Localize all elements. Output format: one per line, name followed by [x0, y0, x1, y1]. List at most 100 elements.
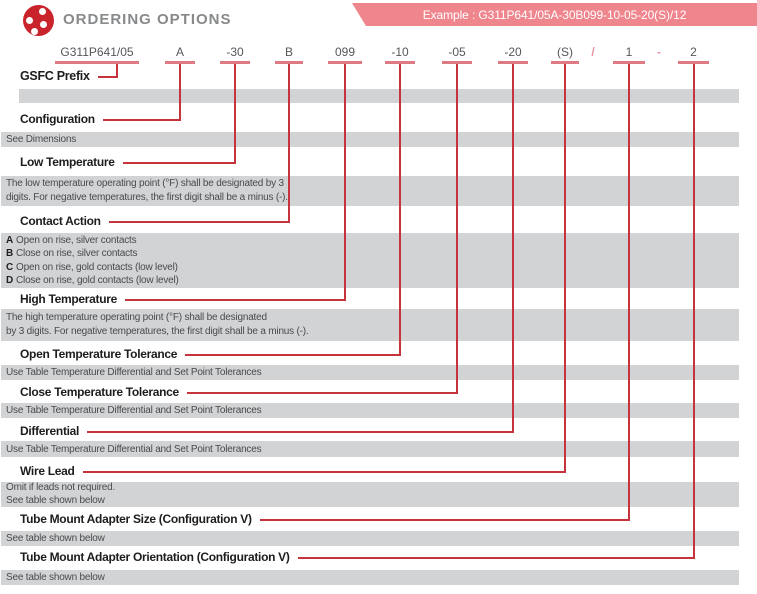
leader-line: [108, 220, 290, 223]
part-segment-text: (S): [557, 45, 573, 59]
field-label: Configuration: [20, 112, 95, 126]
field-description: See Dimensions: [1, 132, 739, 147]
field-label: Wire Lead: [20, 464, 75, 478]
logo-dot-icon: [30, 27, 38, 35]
description-line: Omit if leads not required.: [6, 482, 116, 493]
connector-line: [456, 64, 458, 392]
description-line: Use Table Temperature Differential and S…: [6, 405, 262, 416]
connector-line: [512, 64, 514, 431]
description-line: Use Table Temperature Differential and S…: [6, 367, 262, 378]
segment-underline: [498, 61, 528, 64]
field-label: Tube Mount Adapter Orientation (Configur…: [20, 550, 290, 564]
part-segment-text: /: [591, 45, 595, 59]
leader-line: [125, 298, 346, 301]
segment-underline: [551, 61, 579, 64]
description-line: See table shown below: [6, 572, 105, 583]
leader-line: [97, 75, 118, 78]
example-banner: Example : G311P641/05A-30B099-10-05-20(S…: [352, 3, 757, 26]
option-text: Open on rise, gold contacts (low level): [16, 261, 178, 273]
connector-line: [344, 64, 346, 299]
field-label-row: Low Temperature: [20, 156, 236, 169]
logo-dot-icon: [38, 7, 46, 15]
part-segment: B: [275, 45, 303, 64]
logo-dot-icon: [39, 20, 47, 28]
connector-line: [399, 64, 401, 354]
part-segment-text: 2: [690, 45, 697, 59]
field-label: GSFC Prefix: [20, 69, 90, 83]
leader-line: [185, 353, 401, 356]
part-segment-text: A: [175, 45, 184, 59]
connector-line: [288, 64, 290, 222]
part-segment: G311P641/05: [55, 45, 139, 64]
field-description: Omit if leads not required. See table sh…: [1, 482, 739, 507]
field-label-row: Close Temperature Tolerance: [20, 386, 458, 399]
segment-underline: [275, 61, 303, 64]
part-segment-text: 099: [334, 45, 356, 59]
field-description: The low temperature operating point (°F)…: [1, 176, 739, 206]
field-description: The high temperature operating point (°F…: [1, 309, 739, 341]
description-line: The high temperature operating point (°F…: [6, 312, 267, 323]
part-segment: -20: [498, 45, 528, 64]
segment-underline: [220, 61, 250, 64]
segment-underline: [165, 61, 195, 64]
field-label: High Temperature: [20, 292, 117, 306]
field-label-row: Tube Mount Adapter Size (Configuration V…: [20, 513, 630, 526]
description-line: digits. For negative temperatures, the f…: [6, 192, 288, 203]
description-line: See table shown below: [6, 533, 105, 544]
part-separator-dash: -: [651, 45, 667, 60]
leader-line: [297, 556, 695, 559]
connector-line: [234, 64, 236, 162]
field-label-row: Contact Action: [20, 215, 290, 228]
field-label-row: Open Temperature Tolerance: [20, 348, 401, 361]
part-segment: -10: [385, 45, 415, 64]
leader-line: [186, 391, 458, 394]
segment-underline: [613, 61, 645, 64]
part-segment: 099: [328, 45, 362, 64]
connector-line: [564, 64, 566, 471]
field-label: Contact Action: [20, 214, 101, 228]
description-line: by 3 digits. For negative temperatures, …: [6, 326, 309, 337]
part-segment-text: G311P641/05: [60, 45, 134, 59]
field-description: Use Table Temperature Differential and S…: [1, 365, 739, 380]
description-line: Use Table Temperature Differential and S…: [6, 443, 262, 455]
field-label: Close Temperature Tolerance: [20, 385, 179, 399]
description-line: See Dimensions: [6, 134, 77, 145]
part-segment: -05: [442, 45, 472, 64]
segment-underline: [385, 61, 415, 64]
option-code: D: [6, 275, 14, 286]
field-description: Use Table Temperature Differential and S…: [1, 403, 739, 418]
part-separator-slash: /: [585, 45, 601, 60]
part-segment-text: -30: [226, 45, 244, 59]
part-segment-text: -: [657, 45, 661, 59]
spacer-bar: [19, 89, 739, 103]
field-label: Differential: [20, 424, 80, 438]
segment-underline: [55, 61, 139, 64]
leader-line: [87, 430, 514, 433]
segment-underline: [328, 61, 362, 64]
description-line: See table shown below: [6, 494, 105, 506]
part-segment-text: B: [284, 45, 293, 59]
option-code: B: [6, 248, 14, 259]
leader-line: [259, 518, 630, 521]
connector-line: [116, 64, 118, 77]
field-label-row: Differential: [20, 425, 514, 438]
four-dot-circle-logo-icon: [23, 5, 54, 36]
field-description: Use Table Temperature Differential and S…: [1, 441, 739, 457]
part-segment-text: -10: [391, 45, 409, 59]
option-code: A: [6, 234, 14, 246]
field-label-row: GSFC Prefix: [20, 70, 118, 83]
segment-underline: [678, 61, 709, 64]
field-label-row: Configuration: [20, 113, 181, 126]
part-segment-text: -20: [504, 45, 522, 59]
connector-line: [628, 64, 630, 519]
segment-underline: [442, 61, 472, 64]
part-segment: 1: [613, 45, 645, 64]
option-text: Close on rise, gold contacts (low level): [16, 275, 179, 286]
logo-dot-icon: [25, 16, 33, 24]
field-label: Tube Mount Adapter Size (Configuration V…: [20, 512, 252, 526]
